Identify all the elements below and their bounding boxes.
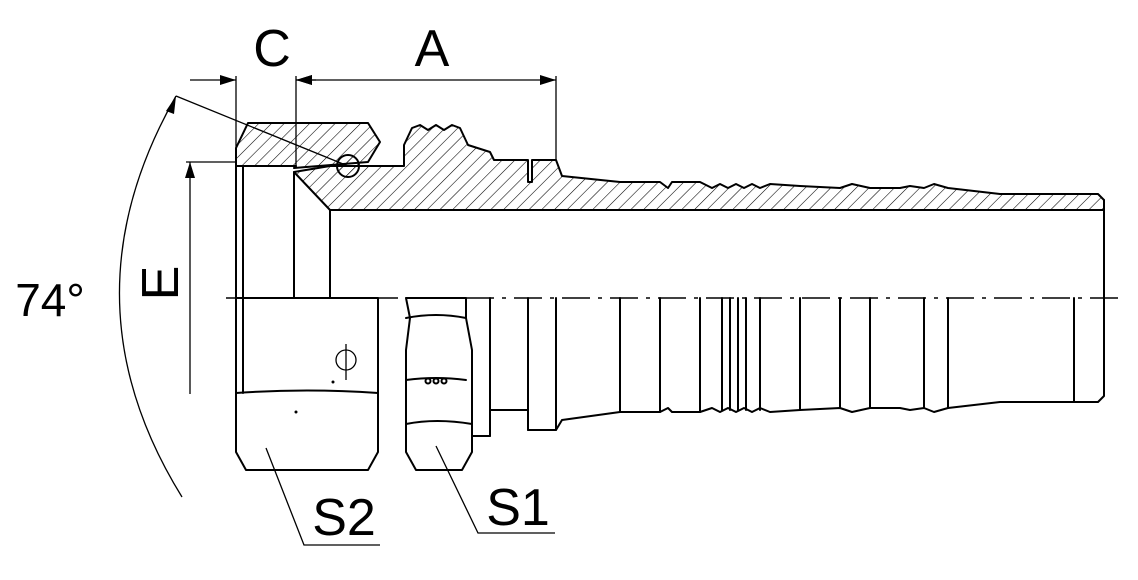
stem-section bbox=[293, 124, 1105, 211]
leader-s1: S1 bbox=[435, 445, 555, 537]
s1-label: S1 bbox=[486, 479, 550, 537]
dim-c-label: C bbox=[253, 20, 291, 78]
dimension-e: E bbox=[132, 161, 236, 394]
angle-label: 74° bbox=[15, 274, 85, 326]
section-view bbox=[235, 122, 1105, 299]
stem-outline bbox=[489, 297, 1105, 431]
dimension-a: A bbox=[296, 20, 557, 160]
outside-view bbox=[235, 297, 1105, 471]
body-hex-s1 bbox=[405, 297, 473, 471]
nut-hex-s2 bbox=[235, 297, 379, 471]
dim-e-label: E bbox=[132, 266, 190, 301]
leader-s2: S2 bbox=[265, 447, 380, 547]
dim-a-label: A bbox=[415, 20, 450, 78]
angle-74: 74° bbox=[15, 95, 349, 498]
s2-label: S2 bbox=[312, 489, 376, 547]
